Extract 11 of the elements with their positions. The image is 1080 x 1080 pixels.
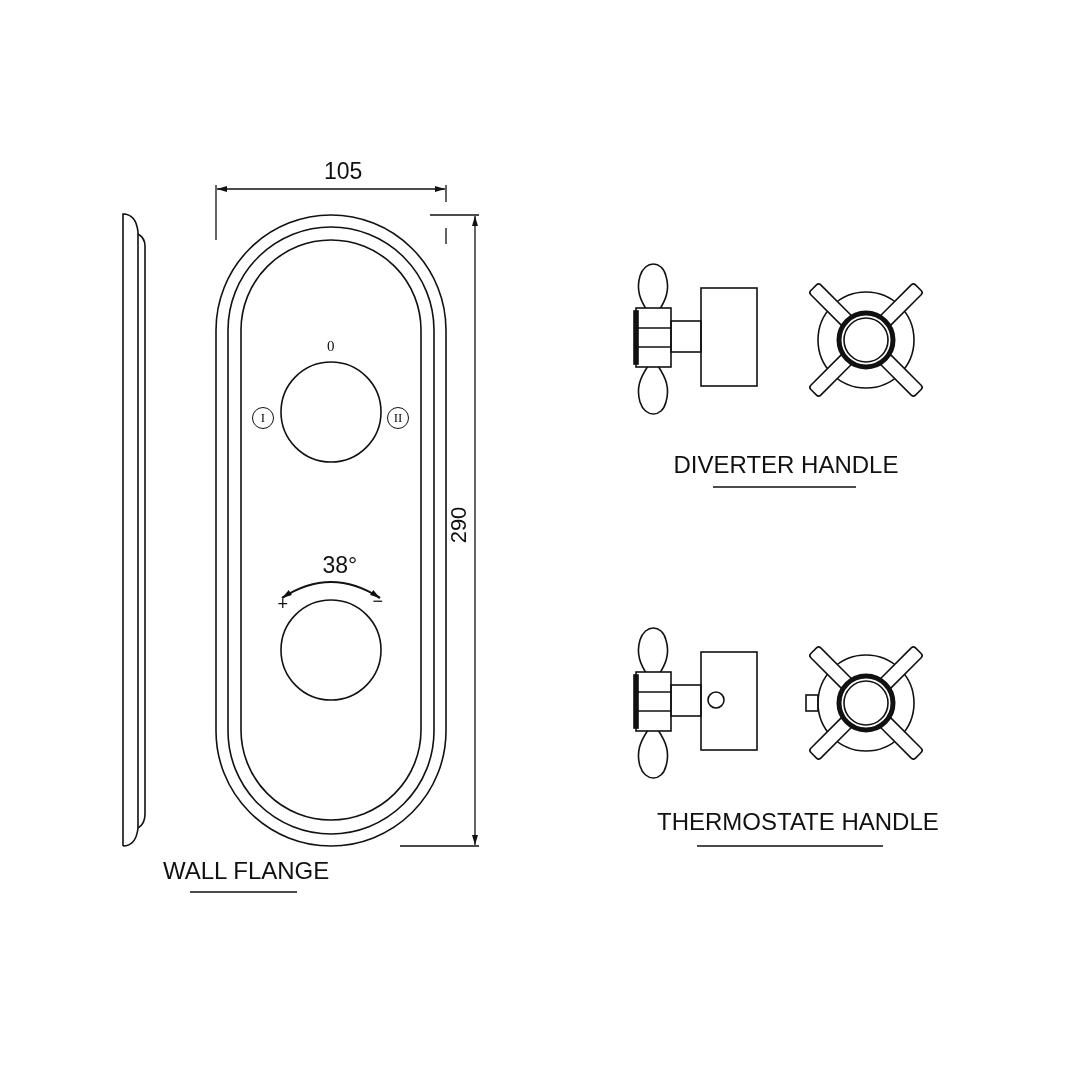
position-label: 0	[327, 338, 335, 354]
position-mark: II	[387, 407, 409, 429]
angle-value: 38°	[322, 553, 358, 577]
dimension-value: 105	[324, 159, 363, 183]
direction-sign: −	[372, 592, 383, 610]
dimension-value: 290	[447, 506, 470, 544]
part-title: THERMOSTATE HANDLE	[657, 810, 939, 834]
part-title: WALL FLANGE	[163, 859, 330, 883]
direction-sign: +	[277, 595, 288, 613]
position-mark: I	[252, 407, 274, 429]
part-title: DIVERTER HANDLE	[673, 453, 899, 477]
